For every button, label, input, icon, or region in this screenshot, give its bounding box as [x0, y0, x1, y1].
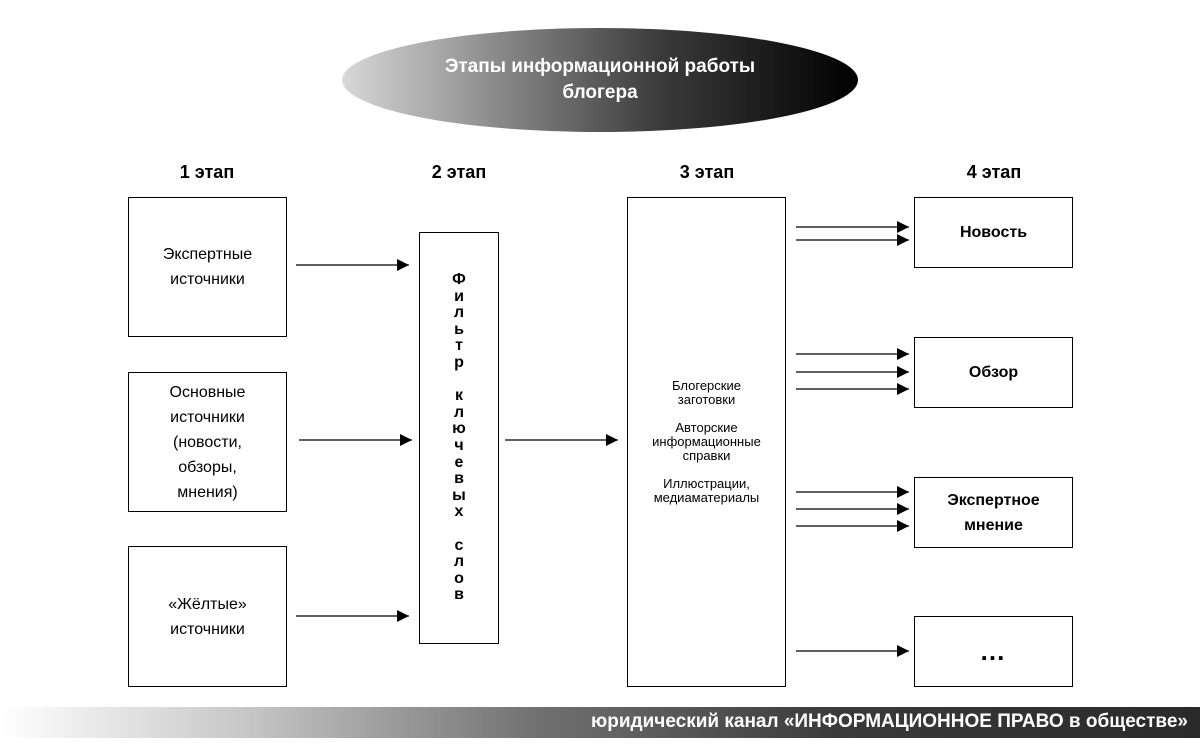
output-label-more: …	[979, 636, 1008, 666]
output-label-news: Новость	[959, 224, 1028, 241]
title-ellipse: Этапы информационной работы блогера	[342, 28, 858, 132]
footer-caption: юридический канал «ИНФОРМАЦИОННОЕ ПРАВО …	[591, 711, 1188, 732]
source-box-expert: Экспертные источники	[128, 197, 287, 337]
output-box-news: Новость	[914, 197, 1073, 268]
output-label-review: Обзор	[968, 364, 1019, 381]
source-label-main: Основные источники (новости, обзоры, мне…	[169, 383, 246, 501]
materials-media: Иллюстрации, медиаматериалы	[653, 476, 760, 505]
materials-list: Блогерские заготовки Авторские информаци…	[652, 379, 761, 505]
stage-label-4: 4 этап	[966, 162, 1022, 182]
keyword-filter-label: Ф и л ь т р к л ю ч е в ы х с л о в	[452, 271, 466, 604]
stage-label-1: 1 этап	[179, 162, 235, 182]
stage-label-3: 3 этап	[679, 162, 735, 182]
output-box-expert-opinion: Экспертное мнение	[914, 477, 1073, 548]
materials-box: Блогерские заготовки Авторские информаци…	[627, 197, 786, 687]
materials-author-notes: Авторские информационные справки	[652, 420, 761, 463]
source-label-expert: Экспертные источники	[162, 246, 253, 288]
output-label-expert-opinion: Экспертное мнение	[947, 491, 1040, 534]
materials-blog-drafts: Блогерские заготовки	[672, 378, 741, 407]
stage-label-2: 2 этап	[431, 162, 487, 182]
output-box-review: Обзор	[914, 337, 1073, 408]
source-box-yellow: «Жёлтые» источники	[128, 546, 287, 687]
source-box-main: Основные источники (новости, обзоры, мне…	[128, 372, 287, 512]
output-box-more: …	[914, 616, 1073, 687]
source-label-yellow: «Жёлтые» источники	[168, 595, 247, 638]
keyword-filter-box: Ф и л ь т р к л ю ч е в ы х с л о в	[419, 232, 499, 644]
footer-bar: юридический канал «ИНФОРМАЦИОННОЕ ПРАВО …	[0, 707, 1200, 738]
diagram-title: Этапы информационной работы блогера	[444, 56, 756, 103]
